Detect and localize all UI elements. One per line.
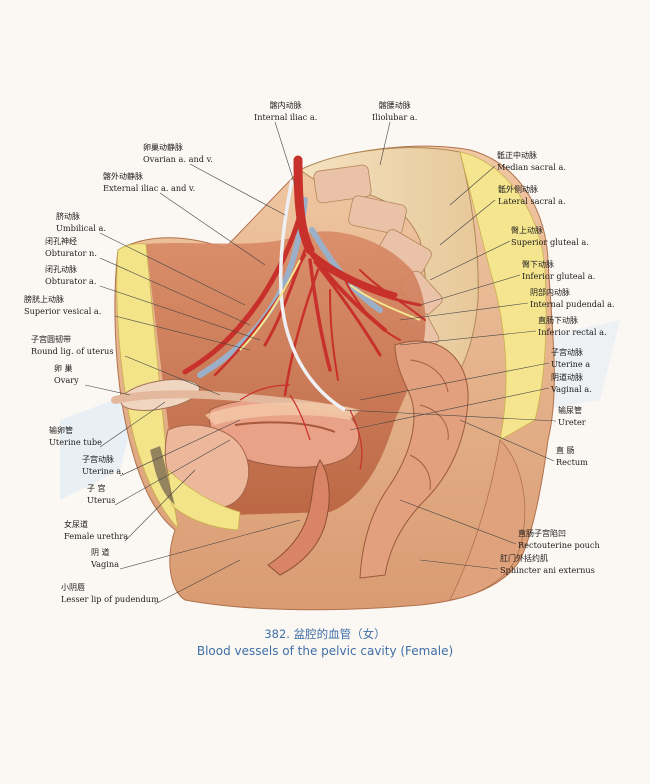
watermark-shape — [60, 390, 140, 500]
leader-line — [119, 519, 301, 570]
arteries — [182, 155, 426, 397]
leader-line — [124, 355, 221, 396]
label-sphincter: 肛门外括约肌 Sphincter ani externus — [500, 554, 595, 575]
label-median-sacral: 骶正中动脉 Median sacral a. — [497, 151, 567, 172]
label-internal-iliac: 髂内动脉 Internal iliac a. — [254, 101, 318, 122]
small-arteries — [239, 384, 363, 471]
label-female-urethra: 女尿道 Female urethra — [64, 520, 129, 541]
label-obturator-n: 闭孔神经 Obturator n. — [45, 237, 97, 258]
caption-line-1: 382. 盆腔的血管（女） — [264, 627, 386, 641]
label-obturator-a: 闭孔动脉 Obturator a. — [45, 265, 97, 286]
leader-line — [114, 439, 231, 506]
leader-line — [99, 232, 246, 306]
label-uterine-a-right: 子宫动脉 Uterine a — [551, 348, 591, 369]
ureter-shape — [278, 179, 346, 412]
leader-line — [419, 559, 499, 570]
label-uterine-a-left: 子宫动脉 Uterine a. — [82, 455, 124, 476]
pubic-hair — [150, 446, 175, 505]
figure-caption: 382. 盆腔的血管（女） Blood vessels of the pelvi… — [150, 626, 500, 658]
leader-line — [114, 315, 251, 351]
label-external-iliac: 髂外动静脉 External iliac a. and v. — [103, 172, 196, 193]
label-uterus: 子 宫 Uterus — [87, 484, 116, 505]
uterine-cavity — [234, 421, 336, 433]
leader-line — [399, 330, 537, 346]
label-internal-pudendal: 阴部内动脉 Internal pudendal a. — [530, 288, 615, 309]
label-ovarian: 卵巢动静脉 Ovarian a. and v. — [143, 143, 213, 164]
label-ureter: 输尿管 Ureter — [558, 406, 586, 427]
caption-line-2: Blood vessels of the pelvic cavity (Fema… — [196, 644, 454, 658]
label-round-lig: 子宫圆韧带 Round lig. of uterus — [31, 335, 114, 356]
leader-line — [429, 240, 511, 281]
label-vaginal: 阴道动脉 Vaginal a. — [551, 373, 592, 394]
leader-line — [119, 419, 241, 477]
leader-line — [274, 121, 296, 186]
leader-line — [399, 302, 529, 321]
leader-line — [344, 409, 557, 422]
leader-line — [84, 384, 131, 396]
leader-lines — [84, 121, 557, 605]
leader-line — [399, 499, 517, 545]
label-inferior-rectal: 直肠下动脉 Inferior rectal a. — [538, 316, 607, 337]
label-umbilical: 脐动脉 Umbilical a. — [56, 212, 106, 233]
label-uterine-tube: 输卵管 Uterine tube — [49, 426, 102, 447]
label-inferior-gluteal: 臀下动脉 Inferior gluteal a. — [522, 260, 596, 281]
label-lateral-sacral: 骶外侧动脉 Lateral sacral a. — [498, 185, 566, 206]
label-lesser-lip: 小阴唇 Lesser lip of pudendum — [61, 583, 159, 604]
label-vagina: 阴 道 Vagina — [91, 548, 120, 569]
rectal-folds — [409, 359, 449, 491]
leader-line — [379, 121, 391, 166]
leader-line — [439, 199, 496, 246]
leader-line — [189, 163, 286, 216]
leader-line — [419, 274, 521, 306]
nerves — [239, 259, 421, 351]
label-rectouterine: 直肠子宫陷凹 Rectouterine pouch — [518, 529, 600, 550]
leader-line — [99, 285, 261, 341]
rectum — [359, 340, 469, 579]
broad-ligament — [205, 402, 360, 425]
leader-line — [349, 387, 550, 431]
leader-line — [449, 165, 496, 206]
leader-line — [124, 469, 196, 542]
leader-line — [154, 559, 241, 605]
pubic-fat — [167, 468, 241, 531]
label-iliolumbar: 髂腰动脉 Iliolubar a. — [372, 101, 418, 122]
leader-line — [99, 257, 251, 326]
leader-line — [359, 362, 550, 401]
leader-line — [459, 419, 555, 462]
label-rectum: 直 肠 Rectum — [556, 446, 588, 467]
leader-line — [99, 401, 166, 448]
label-superior-vesical: 膀胱上动脉 Superior vesical a. — [24, 295, 102, 316]
label-superior-gluteal: 臀上动脉 Superior gluteal a. — [511, 226, 589, 247]
vagina — [267, 459, 330, 576]
label-ovary: 卵 巢 Ovary — [54, 364, 79, 385]
gluteal-region — [449, 439, 526, 601]
leader-line — [159, 192, 266, 266]
